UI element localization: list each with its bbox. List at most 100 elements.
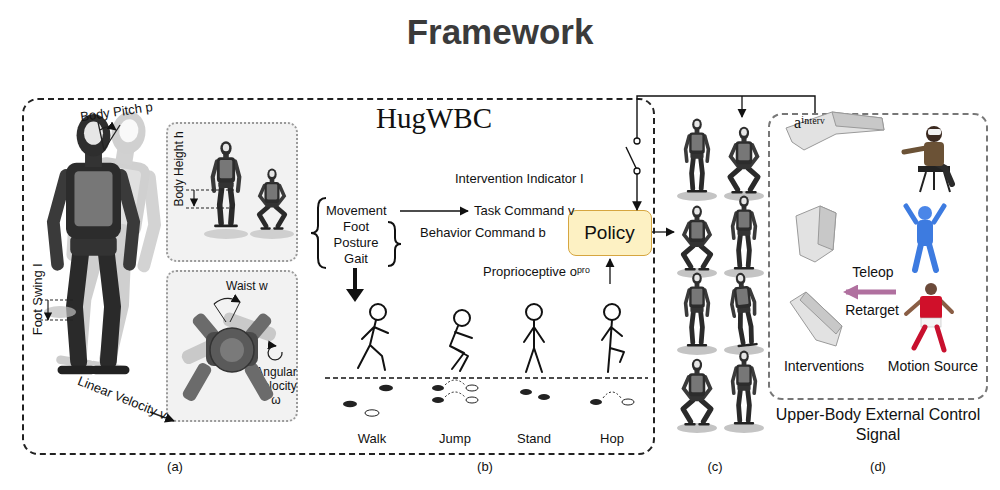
- inset-label: Body Height h: [173, 117, 187, 221]
- motion-source-person: [918, 206, 932, 220]
- intervention-shape: [786, 112, 884, 150]
- intervention-shape: [800, 292, 842, 334]
- command-flow: [311, 198, 674, 302]
- stick-figure: [358, 304, 624, 372]
- motion-source-person: [921, 318, 941, 327]
- swing-arrow: [47, 300, 48, 320]
- motion-source-person: [924, 142, 944, 166]
- motion-source-person: [906, 300, 952, 314]
- figure-label: (c): [690, 460, 740, 475]
- inset-label: Waist w: [226, 280, 296, 294]
- swing-guide: [40, 300, 75, 320]
- signal-arrow: [741, 96, 742, 117]
- robot-grid: [730, 127, 758, 193]
- footprint: [343, 380, 634, 416]
- motion-source-person: [918, 166, 950, 172]
- retarget-arrow: [846, 290, 896, 295]
- footprint: [466, 385, 478, 391]
- footprint: [520, 389, 532, 395]
- policy-box: Policy: [568, 210, 652, 256]
- inset-label: Angular Velocity ω: [252, 366, 300, 407]
- figure-label: Teleop: [838, 264, 908, 280]
- stick-figure: [604, 304, 620, 320]
- figure-label: Posture: [326, 236, 386, 251]
- robot-grid: [733, 351, 756, 424]
- footprint: [590, 399, 602, 405]
- figure-label: Walk: [342, 432, 402, 447]
- intervention-shape: [790, 292, 842, 346]
- motion-source-person: [906, 206, 944, 222]
- switch-symbol: [634, 138, 640, 144]
- figure-label: Body Pitch p: [79, 98, 170, 125]
- robot-grid: [677, 191, 717, 201]
- footprint: [445, 380, 465, 397]
- footprint: [603, 392, 621, 398]
- down-arrow: [353, 268, 357, 290]
- robot-grid: [724, 268, 764, 278]
- ground-line: [325, 377, 648, 378]
- robot-grid: [733, 196, 756, 269]
- switch-symbol: [626, 147, 637, 170]
- figure-label: Foot Swing l: [31, 257, 46, 341]
- robot-grid: [677, 119, 764, 433]
- figure-label: Retarget: [832, 302, 912, 318]
- panel-caption: Upper-Body External Control Signal: [768, 405, 988, 445]
- robot-grid: [677, 423, 717, 433]
- switch-symbol: [631, 142, 643, 170]
- motion-source-person: [915, 244, 936, 270]
- figure-label: Behavior Command b: [420, 226, 570, 241]
- figure-label: (b): [460, 460, 510, 475]
- policy-label: Policy: [569, 211, 650, 254]
- footprint: [432, 397, 444, 403]
- robot-grid: [724, 191, 764, 201]
- stick-figure: [370, 304, 386, 320]
- footprint: [622, 399, 634, 405]
- brace: [311, 198, 326, 268]
- figure-label: Task Command v: [474, 204, 574, 219]
- footprint: [379, 385, 393, 391]
- robot-grid: [724, 345, 764, 355]
- robot-illustration: [40, 106, 174, 421]
- stick-figure: [358, 320, 388, 370]
- figure-label: Movement: [326, 204, 406, 219]
- intervention-shape: [818, 206, 836, 250]
- figure-title: Framework: [0, 12, 1000, 52]
- figure-label: Intervention Indicator I: [455, 172, 635, 187]
- motion-source-person: [904, 126, 952, 350]
- robot-figure: [53, 114, 133, 370]
- brace: [388, 222, 401, 266]
- robot-grid: [724, 423, 764, 433]
- pitch-angle: [98, 122, 120, 150]
- figure-label: Gait: [326, 252, 386, 267]
- flow-arrow: [400, 210, 468, 211]
- motion-source-person: [920, 172, 950, 192]
- figure-label: Foot: [326, 220, 386, 235]
- stick-figure: [524, 320, 544, 372]
- robot-grid: [677, 345, 717, 355]
- figure-label: Jump: [425, 432, 485, 447]
- motion-source-person: [926, 126, 942, 142]
- intervention-shape: [796, 206, 836, 262]
- robot-grid: [686, 119, 709, 192]
- footprint: [432, 385, 444, 391]
- footprint: [466, 397, 478, 403]
- switch-symbol: [626, 138, 643, 174]
- ghost-robot: [52, 106, 171, 371]
- stick-figure: [526, 304, 542, 320]
- footprint: [343, 401, 357, 407]
- figure-label: Motion Source: [880, 358, 986, 374]
- motion-source-person: [930, 160, 952, 184]
- panel-frame: [768, 113, 988, 400]
- footprint: [365, 410, 379, 416]
- robot-grid: [677, 268, 717, 278]
- robot-grid: [683, 359, 711, 425]
- motion-source-person: [917, 220, 933, 246]
- motion-source-person: [920, 296, 942, 319]
- stick-figure: [454, 310, 470, 326]
- robot-grid: [729, 272, 759, 347]
- motion-source-person: [904, 148, 926, 152]
- figure-label: Interventions: [772, 358, 876, 374]
- motion-source-person: [914, 327, 944, 350]
- figure-label: (a): [150, 460, 200, 475]
